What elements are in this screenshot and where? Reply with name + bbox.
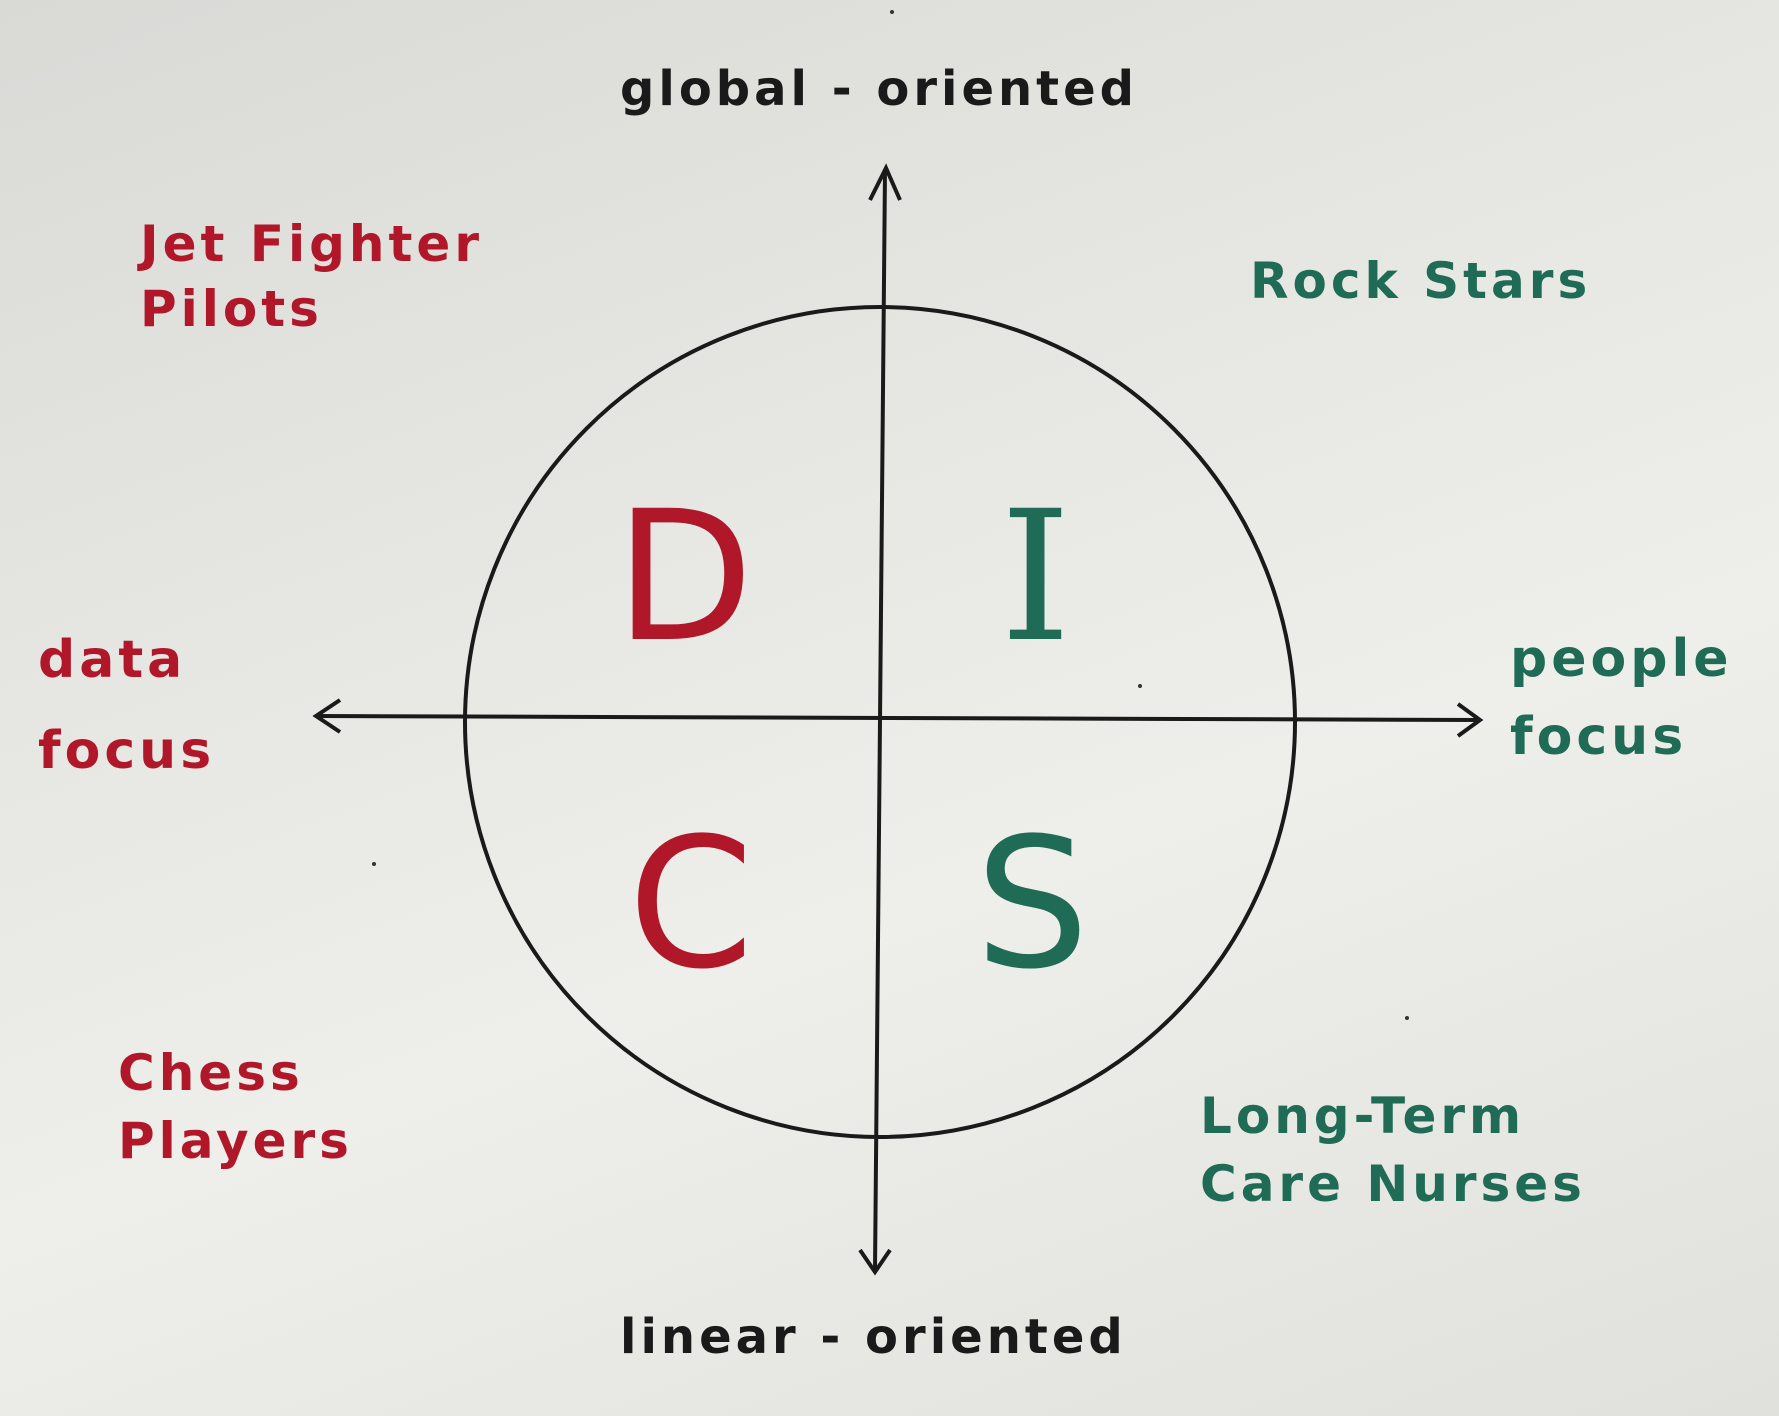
- caption-top-right: Rock Stars: [1250, 252, 1592, 310]
- ink-speck: [372, 862, 376, 866]
- disc-circle: [463, 305, 1297, 1139]
- axis-label-bottom: linear - oriented: [620, 1309, 1127, 1365]
- quadrant-letter-d: D: [615, 473, 754, 682]
- caption-bottom-left: Chess Players: [118, 1044, 353, 1170]
- axis-label-left: data focus: [38, 630, 216, 781]
- quadrant-letter-i: I: [1000, 473, 1072, 682]
- quadrant-letter-c: C: [628, 800, 754, 1009]
- vertical-axis: [873, 169, 887, 1271]
- ink-speck: [890, 10, 894, 14]
- axis-label-top: global - oriented: [620, 61, 1139, 117]
- axis-label-right: people focus: [1510, 629, 1733, 767]
- right-arrow-head: [1456, 702, 1484, 738]
- up-arrow-head: [868, 163, 902, 201]
- left-arrow-head: [312, 698, 342, 734]
- quadrant-letter-s: S: [975, 800, 1090, 1009]
- down-arrow-head: [858, 1248, 892, 1276]
- horizontal-axis: [315, 714, 1481, 722]
- ink-speck: [1138, 684, 1142, 688]
- caption-top-left: Jet Fighter Pilots: [140, 215, 483, 338]
- ink-speck: [1405, 1016, 1409, 1020]
- caption-bottom-right: Long-Term Care Nurses: [1200, 1087, 1586, 1213]
